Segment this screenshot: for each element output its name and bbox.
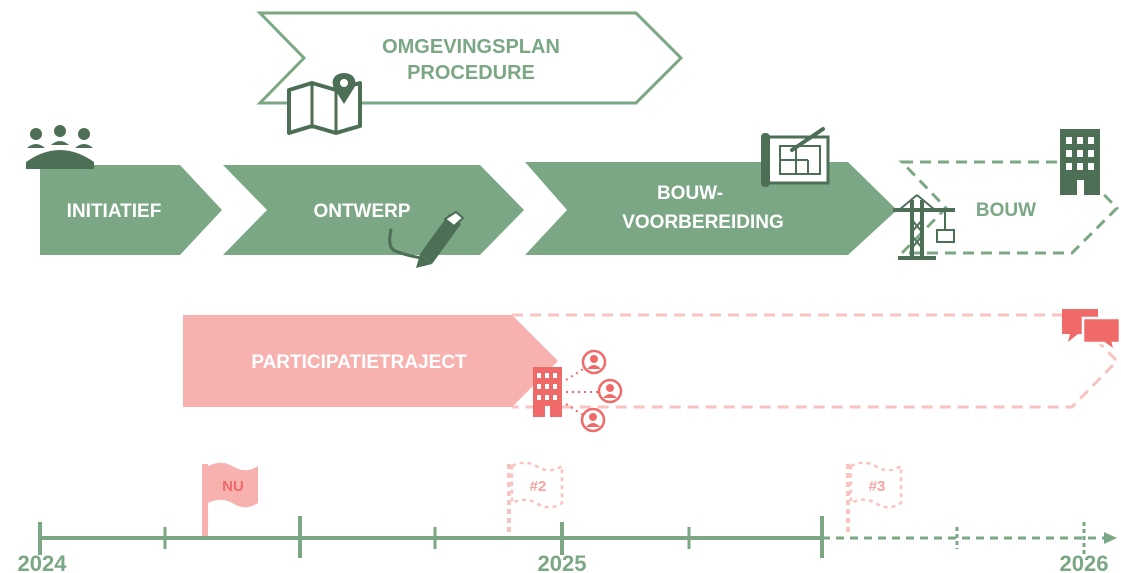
user-icon <box>581 349 607 375</box>
people-group-icon <box>26 125 94 169</box>
flag-second: #2 <box>507 461 564 536</box>
blueprint-icon <box>761 127 830 187</box>
participation-label: PARTICIPATIETRAJECT <box>251 352 467 373</box>
speech-bubbles-icon <box>1062 309 1121 355</box>
building-red-icon <box>533 365 602 418</box>
pen-icon <box>388 210 465 268</box>
procedure-banner: OMGEVINGSPLAN PROCEDURE <box>256 11 684 105</box>
flag-third: #3 <box>846 461 903 536</box>
flag-now: NU <box>202 462 258 536</box>
year-2024-label: 2024 <box>18 551 68 573</box>
crane-icon <box>893 194 955 260</box>
phase-bouwvoorbereiding-label-line2: VOORBEREIDING <box>622 212 784 233</box>
participation-track: PARTICIPATIETRAJECT <box>183 313 1120 409</box>
procedure-label-line1: OMGEVINGSPLAN <box>382 36 560 58</box>
phase-initiatief-label: INITIATIEF <box>67 201 162 222</box>
flag-now-label: NU <box>222 478 244 495</box>
flag-third-label: #3 <box>869 478 886 495</box>
phase-ontwerp: ONTWERP <box>223 165 524 255</box>
phase-bouwvoorbereiding-label-line1: BOUW- <box>657 183 723 204</box>
phase-bouwvoorbereiding: BOUW- VOORBEREIDING <box>525 162 897 255</box>
flag-second-label: #2 <box>530 478 547 495</box>
phase-ontwerp-label: ONTWERP <box>313 201 410 222</box>
year-2026-label: 2026 <box>1060 551 1109 573</box>
timeline: 2024 2025 2026 <box>18 516 1117 573</box>
phase-initiatief: INITIATIEF <box>40 165 222 255</box>
user-icon <box>597 378 623 404</box>
procedure-label-line2: PROCEDURE <box>407 62 535 84</box>
user-icon <box>580 407 606 433</box>
year-2025-label: 2025 <box>538 551 587 573</box>
phase-bouw-label: BOUW <box>976 200 1036 221</box>
map-pin-icon <box>287 73 362 135</box>
building-icon <box>1060 129 1100 195</box>
